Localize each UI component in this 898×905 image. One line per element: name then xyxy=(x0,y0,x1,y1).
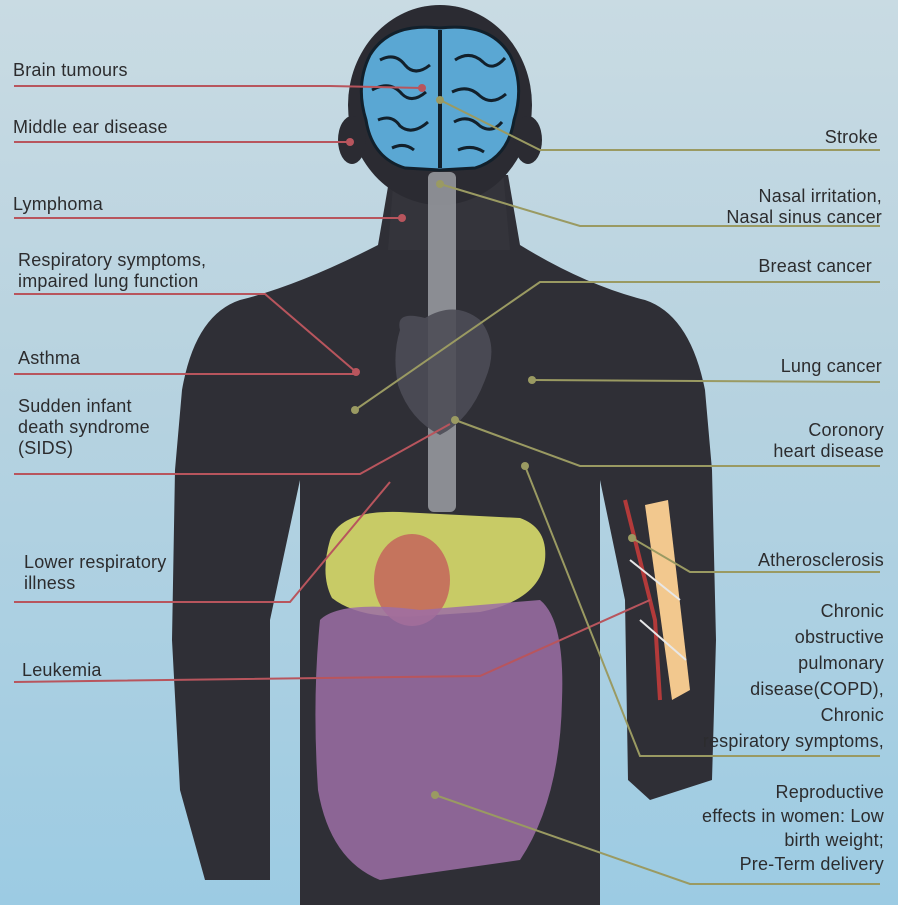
label-brain-tumours: Brain tumours xyxy=(13,60,128,81)
intestines xyxy=(315,600,562,880)
label-breast-cancer: Breast cancer xyxy=(758,256,872,277)
label-asthma: Asthma xyxy=(18,348,80,369)
label-copd: Chronic obstructive pulmonary disease(CO… xyxy=(703,598,884,754)
label-leukemia: Leukemia xyxy=(22,660,102,681)
label-reproductive: Reproductive effects in women: Low birth… xyxy=(702,780,884,876)
label-respiratory-symptoms: Respiratory symptoms, impaired lung func… xyxy=(18,250,206,292)
label-coronory-heart-disease: Coronory heart disease xyxy=(773,420,884,462)
label-sids: Sudden infant death syndrome (SIDS) xyxy=(18,396,150,459)
label-stroke: Stroke xyxy=(825,127,878,148)
label-middle-ear-disease: Middle ear disease xyxy=(13,117,168,138)
label-lower-respiratory-illness: Lower respiratory illness xyxy=(24,552,166,594)
label-lung-cancer: Lung cancer xyxy=(781,356,882,377)
label-nasal: Nasal irritation, Nasal sinus cancer xyxy=(726,186,882,228)
label-lymphoma: Lymphoma xyxy=(13,194,103,215)
label-atherosclerosis: Atherosclerosis xyxy=(758,550,884,571)
